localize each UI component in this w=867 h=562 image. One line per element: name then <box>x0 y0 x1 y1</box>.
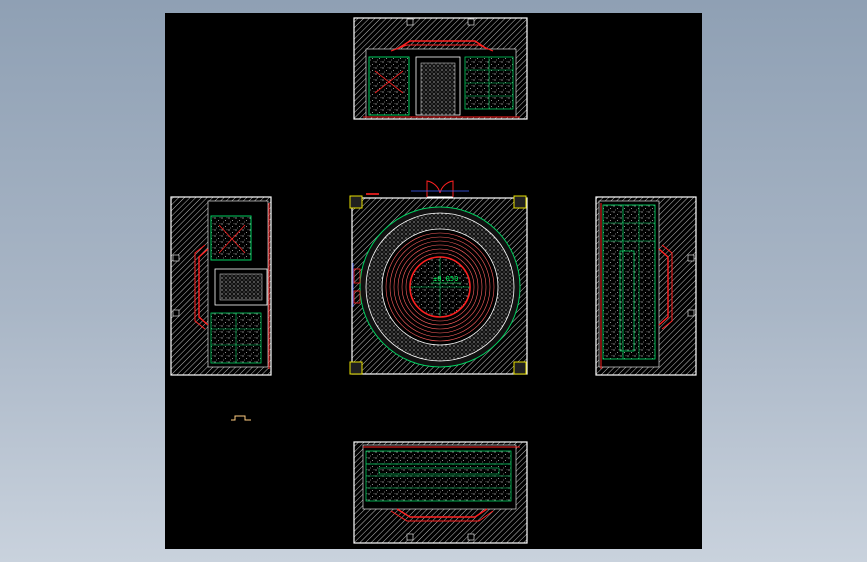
level-label: ±0.050 <box>433 275 458 283</box>
column-sw <box>349 361 363 375</box>
column-nw <box>349 195 363 209</box>
entrance-door <box>426 180 454 198</box>
cad-drawing-canvas[interactable]: ±0.050 <box>165 13 702 549</box>
elevation-top[interactable] <box>353 17 528 120</box>
elevation-bottom[interactable] <box>353 441 528 544</box>
elevation-right[interactable] <box>595 196 697 376</box>
section-symbol <box>231 415 251 421</box>
elevation-left[interactable] <box>170 196 272 376</box>
cad-model-space[interactable]: ±0.050 <box>165 13 702 549</box>
column-se <box>513 361 527 375</box>
floor-plan[interactable]: ±0.050 <box>349 180 528 375</box>
column-ne <box>513 195 527 209</box>
step-rings <box>385 232 495 342</box>
